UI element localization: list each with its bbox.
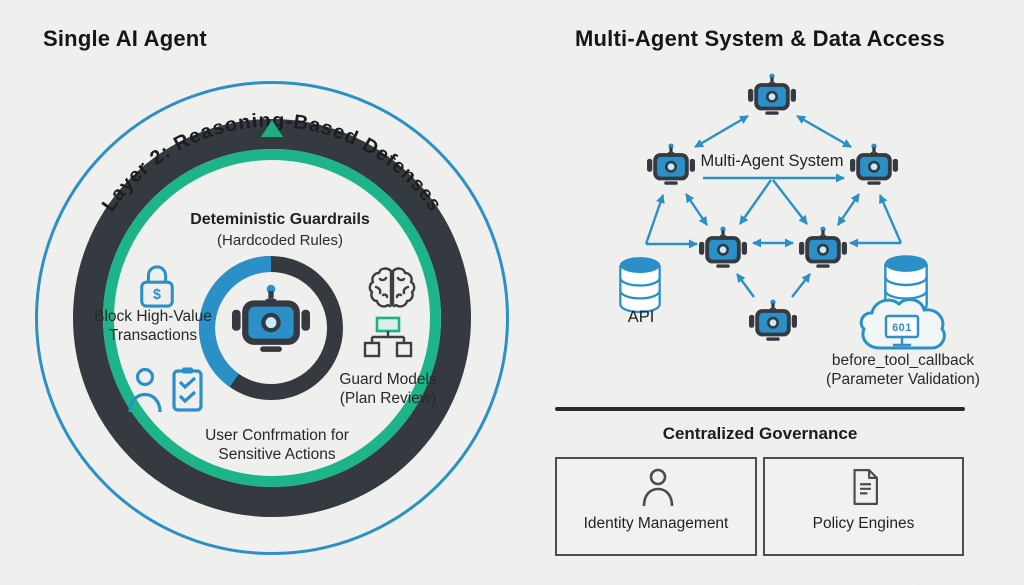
- deterministic-guardrails-label: Deteministic Guardrails (Hardcoded Rules…: [150, 209, 410, 251]
- multi-agent-system-label: Multi-Agent System: [700, 152, 844, 170]
- section-divider: [555, 407, 965, 411]
- svg-text:$: $: [153, 287, 161, 303]
- block-transactions-label: Block High-Value Transactions: [94, 308, 212, 344]
- cloud-code-icon: 601: [859, 297, 946, 350]
- api-database-icon: [619, 257, 661, 314]
- green-pointer-icon: [261, 120, 283, 137]
- network-arrow: [685, 193, 708, 226]
- identity-management-label: Identity Management: [583, 515, 729, 532]
- network-arrow: [739, 179, 772, 225]
- network-arrow: [791, 273, 811, 298]
- right-panel-title: Multi-Agent System & Data Access: [575, 26, 945, 51]
- network-arrow: [644, 194, 665, 245]
- agent-robot-icon: [850, 143, 898, 186]
- network-arrow: [837, 193, 860, 226]
- monitor-code-text: 601: [892, 322, 912, 334]
- callback-label: before_tool_callback (Parameter Validati…: [826, 352, 980, 389]
- network-arrow: [796, 114, 852, 149]
- user-confirmation-label: User Confrmation for Sensitive Actions: [205, 427, 349, 463]
- guard-models-label: Guard Models (Plan Review): [339, 371, 437, 407]
- user-approval-icon: [128, 367, 203, 413]
- guardrails-title: Deteministic Guardrails: [190, 211, 370, 228]
- agent-robot-icon: [699, 226, 747, 269]
- guardrails-subtitle: (Hardcoded Rules): [217, 231, 343, 249]
- network-arrow: [694, 114, 749, 149]
- brain-icon: [368, 267, 416, 308]
- api-label: API: [627, 308, 655, 326]
- layer1-green-ring: [103, 149, 441, 487]
- outer-blue-circle: [35, 81, 509, 555]
- policy-engines-label: Policy Engines: [812, 515, 915, 532]
- agent-progress-ring: [199, 256, 343, 400]
- network-arrow: [878, 194, 903, 244]
- single-agent-robot: [232, 284, 310, 354]
- left-panel-title: Single AI Agent: [43, 26, 207, 51]
- agent-robot-icon: [748, 73, 796, 116]
- network-arrow: [772, 179, 808, 225]
- policy-engines-card: Policy Engines: [763, 457, 964, 556]
- identity-management-card: Identity Management: [555, 457, 757, 556]
- governance-title: Centralized Governance: [662, 424, 858, 443]
- lock-icon: $: [140, 265, 174, 308]
- identity-person-icon: [642, 468, 674, 507]
- plan-hierarchy-icon: [363, 316, 413, 358]
- agent-robot-icon: [749, 299, 797, 342]
- policy-document-icon: [853, 469, 878, 505]
- agent-robot-icon: [799, 226, 847, 269]
- network-arrow: [736, 273, 755, 298]
- agent-robot-icon: [647, 143, 695, 186]
